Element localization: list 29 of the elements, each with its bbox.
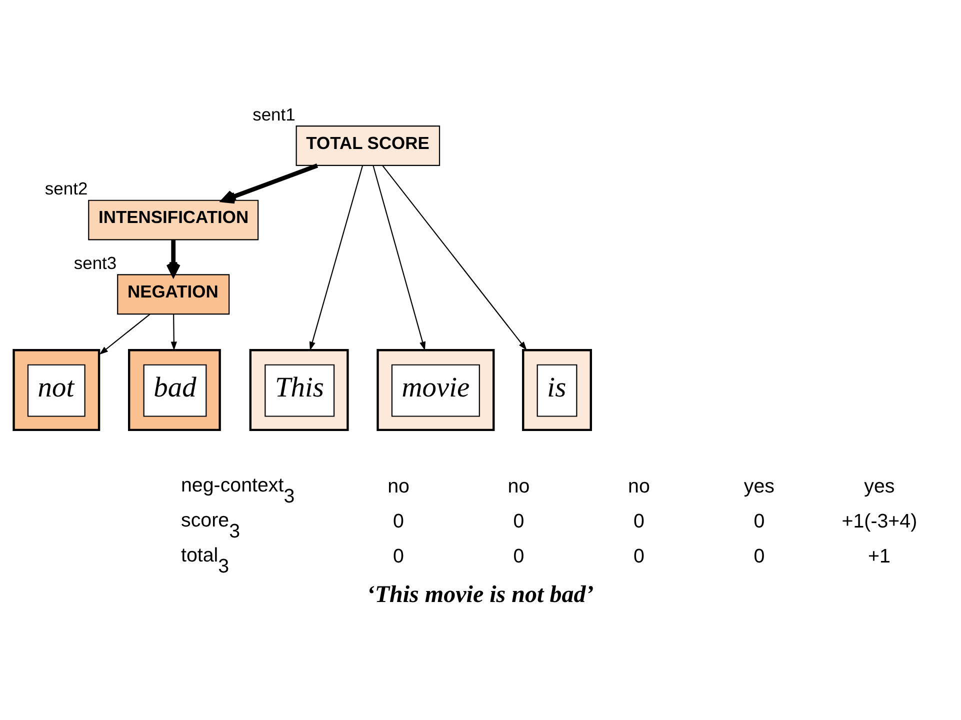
label: 0 [513, 545, 524, 568]
arrow [166, 240, 180, 276]
label: 0 [513, 510, 524, 532]
arrow [170, 314, 177, 350]
label: no [508, 475, 530, 498]
arrow [99, 313, 150, 354]
label: yes [864, 475, 895, 498]
label: no [628, 475, 650, 498]
arrow [382, 164, 527, 350]
label: +1(-3+4) [842, 510, 918, 532]
node-box: TOTAL SCORE [296, 125, 440, 166]
label: 0 [754, 545, 765, 568]
label: 0 [393, 510, 404, 532]
arrow [221, 163, 318, 204]
node-label: sent2 [44, 178, 88, 198]
label: no [388, 475, 410, 498]
node-box: INTENSIFICATION [88, 199, 259, 240]
caption: ‘This movie is not bad’ [366, 582, 594, 608]
arrow [309, 164, 364, 350]
node-label: sent3 [74, 252, 117, 273]
label: 0 [393, 545, 404, 568]
node-label: sent1 [252, 104, 296, 124]
node-box: NEGATION [117, 274, 230, 314]
label: yes [744, 475, 775, 498]
label: 0 [634, 510, 644, 532]
arrow [372, 164, 426, 350]
label: +1 [868, 545, 890, 568]
label: 0 [634, 545, 644, 568]
label: 0 [754, 510, 765, 532]
